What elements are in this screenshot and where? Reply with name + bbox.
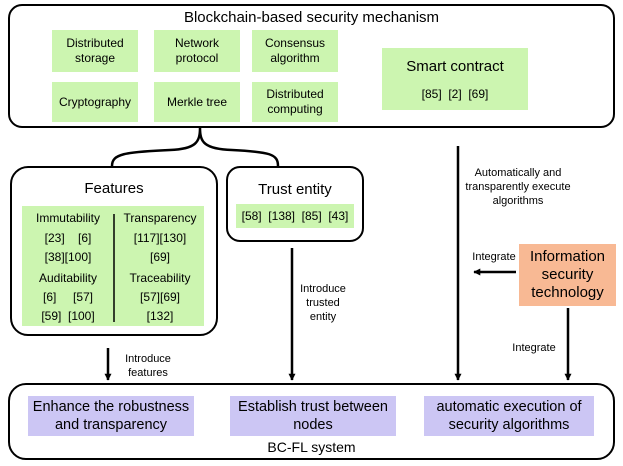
- immutability-refs-2: [38][100]: [44, 250, 92, 264]
- smart-contract-title: Smart contract: [406, 58, 504, 75]
- transparency-title: Transparency: [123, 211, 197, 225]
- information-security-box: Information security technology: [519, 244, 616, 306]
- introduce-features-label: Introduce features: [125, 353, 171, 379]
- auto-execute-label: Automatically and transparently execute …: [465, 167, 571, 207]
- bcfl-system-title: BC-FL system: [267, 439, 356, 455]
- auditability-refs-1: [6] [57]: [42, 290, 94, 304]
- integrate-label-bottom: Integrate: [512, 342, 556, 354]
- smart-contract-box: [382, 48, 528, 110]
- integrate-label-top: Integrate: [472, 251, 516, 263]
- introduce-trusted-entity-label: Introduce trusted entity: [300, 283, 346, 323]
- distributed-computing-box: Distributed computing: [252, 82, 338, 122]
- traceability-refs-1: [57][69]: [139, 290, 181, 304]
- traceability-refs-2: [132]: [146, 309, 174, 323]
- transparency-refs-2: [69]: [149, 250, 170, 264]
- goal-automatic-execution-box: automatic execution of security algorith…: [424, 396, 594, 436]
- cryptography-box: Cryptography: [52, 82, 138, 122]
- auditability-refs-2: [59] [100]: [41, 309, 95, 323]
- curly-brace: [110, 127, 280, 167]
- trust-entity-refs: [58] [138] [85] [43]: [236, 204, 354, 228]
- goal-trust-box: Establish trust between nodes: [230, 396, 396, 436]
- trust-entity-title: Trust entity: [258, 181, 332, 198]
- distributed-storage-box: Distributed storage: [52, 30, 138, 72]
- features-title: Features: [84, 180, 144, 197]
- smart-contract-refs: [85] [2] [69]: [421, 87, 489, 101]
- merkle-tree-box: Merkle tree: [154, 82, 240, 122]
- immutability-refs-1: [23] [6]: [44, 231, 92, 245]
- goal-robustness-box: Enhance the robustness and transparency: [28, 396, 194, 436]
- immutability-title: Immutability: [35, 211, 100, 225]
- transparency-refs-1: [117][130]: [133, 231, 187, 245]
- consensus-algorithm-box: Consensus algorithm: [252, 30, 338, 72]
- traceability-title: Traceability: [129, 271, 191, 285]
- auditability-title: Auditability: [38, 271, 98, 285]
- blockchain-mechanism-title: Blockchain-based security mechanism: [183, 9, 440, 26]
- features-grid: [22, 206, 204, 326]
- network-protocol-box: Network protocol: [154, 30, 240, 72]
